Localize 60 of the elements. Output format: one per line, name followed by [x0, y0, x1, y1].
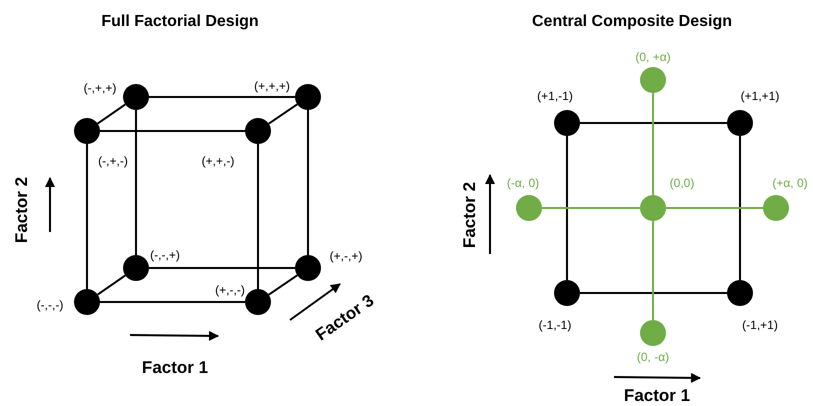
connector-line [100, 301, 245, 303]
design-point [727, 280, 753, 306]
point-label: (-,-,-) [36, 298, 64, 312]
connector-line [257, 144, 259, 289]
connector-line [739, 136, 741, 280]
connector-line [580, 292, 727, 294]
connector-line [268, 103, 298, 125]
point-label: (-1,+1) [742, 318, 778, 332]
panel-title: Central Composite Design [532, 13, 732, 31]
design-point [554, 280, 580, 306]
design-point [640, 195, 666, 221]
design-point [640, 320, 666, 346]
connector-line [100, 130, 245, 132]
connector-line [97, 274, 126, 296]
connector-line [652, 221, 654, 320]
point-label: (0, +α) [635, 50, 671, 64]
design-point [640, 67, 666, 93]
point-label: (-,+,+) [84, 81, 116, 95]
point-label: (+α, 0) [772, 176, 808, 190]
point-label: (+,-,+) [330, 249, 362, 263]
design-point [245, 289, 271, 315]
design-point [763, 195, 789, 221]
point-label: (-,+,-) [98, 154, 128, 168]
design-point [74, 118, 100, 144]
design-point [295, 84, 321, 110]
design-point [245, 118, 271, 144]
connector-line [652, 93, 654, 195]
connector-line [86, 144, 88, 289]
connector-line [135, 110, 137, 255]
connector-line [97, 104, 126, 124]
design-point [295, 255, 321, 281]
point-label: (+,+,-) [202, 154, 234, 168]
design-point [123, 255, 149, 281]
point-label: (-,-,+) [150, 248, 180, 262]
point-label: (+,-,-) [215, 283, 245, 297]
axis-label: Factor 2 [12, 176, 32, 244]
connector-line [580, 122, 727, 124]
connector-line [666, 207, 763, 209]
connector-line [307, 110, 309, 255]
point-label: (0,0) [670, 176, 694, 190]
axis-label: Factor 1 [624, 386, 690, 406]
point-label: (-α, 0) [506, 176, 540, 190]
panel-title: Full Factorial Design [101, 13, 259, 31]
connector-line [268, 274, 298, 296]
design-point [74, 289, 100, 315]
design-point [123, 84, 149, 110]
axis-label: Factor 1 [142, 358, 208, 378]
point-label: (-1,-1) [538, 318, 572, 332]
design-point [727, 110, 753, 136]
point-label: (+,+,+) [254, 79, 290, 93]
point-label: (0, -α) [636, 350, 670, 364]
design-point [516, 195, 542, 221]
design-point [554, 110, 580, 136]
connector-line [149, 267, 295, 269]
connector-line [566, 136, 568, 280]
axis-label: Factor 2 [460, 182, 480, 248]
connector-line [149, 96, 295, 98]
point-label: (+1,-1) [537, 89, 573, 103]
point-label: (+1,+1) [740, 89, 780, 103]
connector-line [542, 207, 640, 209]
